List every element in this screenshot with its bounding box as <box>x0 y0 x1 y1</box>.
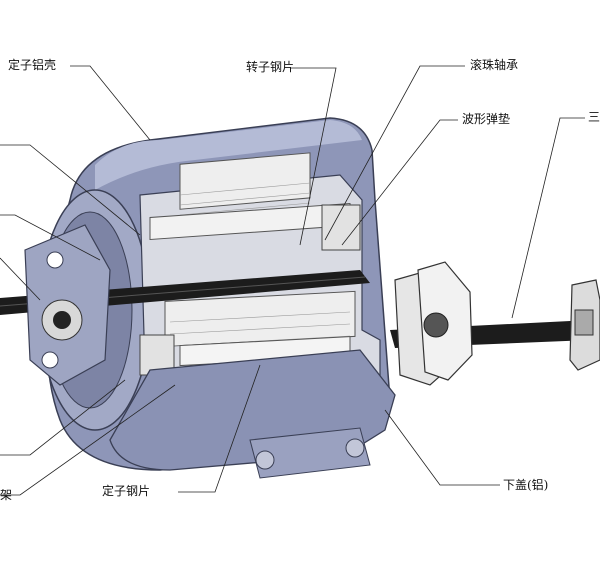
label-ball-bearing: 滚珠轴承 <box>470 58 519 72</box>
leader-lines <box>0 65 585 496</box>
end-bracket <box>569 279 600 371</box>
cutaway-interior <box>139 152 381 401</box>
label-partial-left: 架 <box>0 488 13 502</box>
label-stator-housing: 定子铝壳 <box>8 58 57 72</box>
exploded-coupling <box>394 261 473 386</box>
front-flange <box>24 224 111 386</box>
label-rotor-laminations: 转子钢片 <box>246 60 295 74</box>
lower-cover-part <box>109 349 396 479</box>
label-stator-laminations: 定子钢片 <box>102 484 151 498</box>
label-wave-spring-washer: 波形弹垫 <box>462 112 511 126</box>
label-partial-right: 三 <box>588 110 600 124</box>
label-lower-cover: 下盖(铝) <box>503 478 549 492</box>
